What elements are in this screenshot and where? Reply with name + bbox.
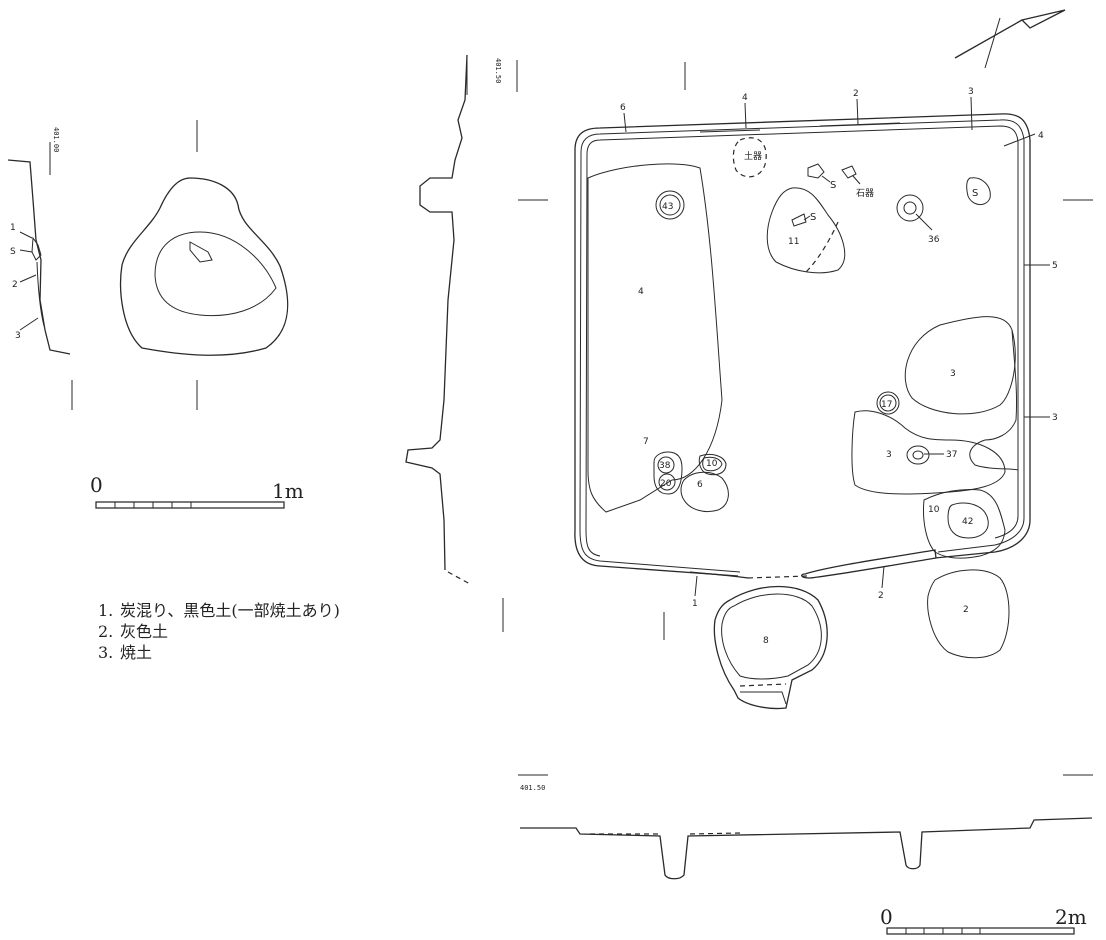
pit-6: 6 [680,471,729,513]
layer-label-2a: 2 [853,89,859,99]
wall-end-right [801,549,937,579]
vertical-section-dash [447,571,471,585]
pit-3-upper: 3 [904,316,1019,471]
layer-label-1: 1 [692,599,698,609]
pit-label-3b: 3 [886,450,892,460]
dwelling-wall-layer [699,122,901,133]
small-pit-inner [154,231,277,317]
layer-label-5: 5 [1052,261,1058,271]
bottom-section-dash [590,832,741,835]
layer-label-2b: 2 [878,591,884,601]
small-section-stone [31,236,42,261]
pit-label-38: 38 [659,461,671,471]
small-section-layer [36,261,45,327]
legend-item-2: 2.灰色土 [98,622,169,641]
stone-label-3: S [972,188,978,199]
small-pit-plan [119,120,289,410]
small-section-label-3: 3 [15,331,21,341]
artifact-label-pottery: 土器 [744,150,762,162]
pit-label-10b: 10 [928,505,940,515]
pit-3-lower: 3 [851,410,1006,495]
pit-label-17: 17 [881,400,892,410]
main-dwelling-plan: 6 4 2 3 4 5 3 4 7 土器 S 石器 43 [518,62,1093,710]
small-pit-outline [119,177,289,356]
dwelling-inner-wall [585,125,1019,557]
scale-2m-zero: 0 [880,905,893,929]
pit-label-6: 6 [697,480,703,490]
layer-label-6: 6 [620,103,626,113]
small-section-label-2: 2 [12,280,18,290]
scale-2m-end: 2m [1055,905,1087,929]
legend-item-3: 3.焼土 [98,643,153,662]
scale-1m-end: 1m [272,479,304,503]
bottom-section-elevation: 401.50 [520,784,545,792]
side-section-elevation: 401.50 [494,58,502,83]
pit-10-42: 10 42 [923,489,1006,559]
small-section: 401.00 1 S 2 3 [7,127,73,410]
pit-label-2: 2 [963,605,969,615]
stone-tool [841,165,857,179]
layer-label-4b: 4 [1038,131,1044,141]
stone-3 [966,177,991,205]
stone-label-1: S [830,180,836,191]
pit-11: S 11 [766,187,846,274]
wall-end-left [689,571,749,579]
stone-label-2: S [810,212,816,223]
artifact-label-stone-tool: 石器 [856,188,874,199]
pottery-outline [732,137,767,178]
pit-label-20: 20 [660,479,672,489]
soil-legend: 1.炭混り、黒色土(一部焼土あり) 2.灰色土 3.焼土 [98,600,340,663]
pit-label-42: 42 [962,517,973,527]
pit-43: 43 [655,190,685,220]
pit-2: 2 [927,569,1010,659]
scale-bar-2m: 0 2m [880,905,1087,935]
layer-label-3a: 3 [968,87,974,97]
pit-label-36: 36 [928,235,940,245]
pit-8: 8 [713,585,828,710]
small-section-label-1: 1 [10,223,16,233]
layer-4-region [587,163,723,513]
layer-label-3b: 3 [1052,413,1058,423]
small-section-profile [7,159,71,355]
layer-label-4c: 4 [638,287,644,297]
pit-36: 36 [896,194,940,245]
small-section-label-s: S [10,247,16,257]
entrance-gap [747,575,809,579]
bottom-section: 401.50 [518,774,1093,880]
legend-item-1: 1.炭混り、黒色土(一部焼土あり) [98,601,340,620]
north-arrow-icon [954,9,1066,69]
pit-label-11: 11 [788,237,799,247]
pit-label-8: 8 [763,636,769,646]
layer-label-4a: 4 [742,93,748,103]
pit-label-37: 37 [946,450,957,460]
vertical-section-profile [405,54,468,571]
small-section-elevation: 401.00 [52,127,60,152]
pit-label-43: 43 [662,202,673,212]
stone-1 [807,163,825,179]
layer-label-7: 7 [643,437,649,447]
scale-1m-zero: 0 [90,473,103,497]
pit-label-3a: 3 [950,369,956,379]
dwelling-wall-line-2 [579,119,1025,573]
scale-bar-1m: 0 1m [90,473,304,509]
pit-17: 17 [876,391,900,415]
vertical-section: 401.50 [405,54,518,632]
pit-37: 37 [906,445,957,465]
pit-10-small: 10 [698,453,727,476]
small-pit-stone [189,241,213,263]
pit-label-10a: 10 [706,459,718,469]
bottom-section-profile [520,817,1093,880]
dwelling-outer-wall [574,113,1031,577]
pit-38-20: 38 20 [653,451,683,495]
